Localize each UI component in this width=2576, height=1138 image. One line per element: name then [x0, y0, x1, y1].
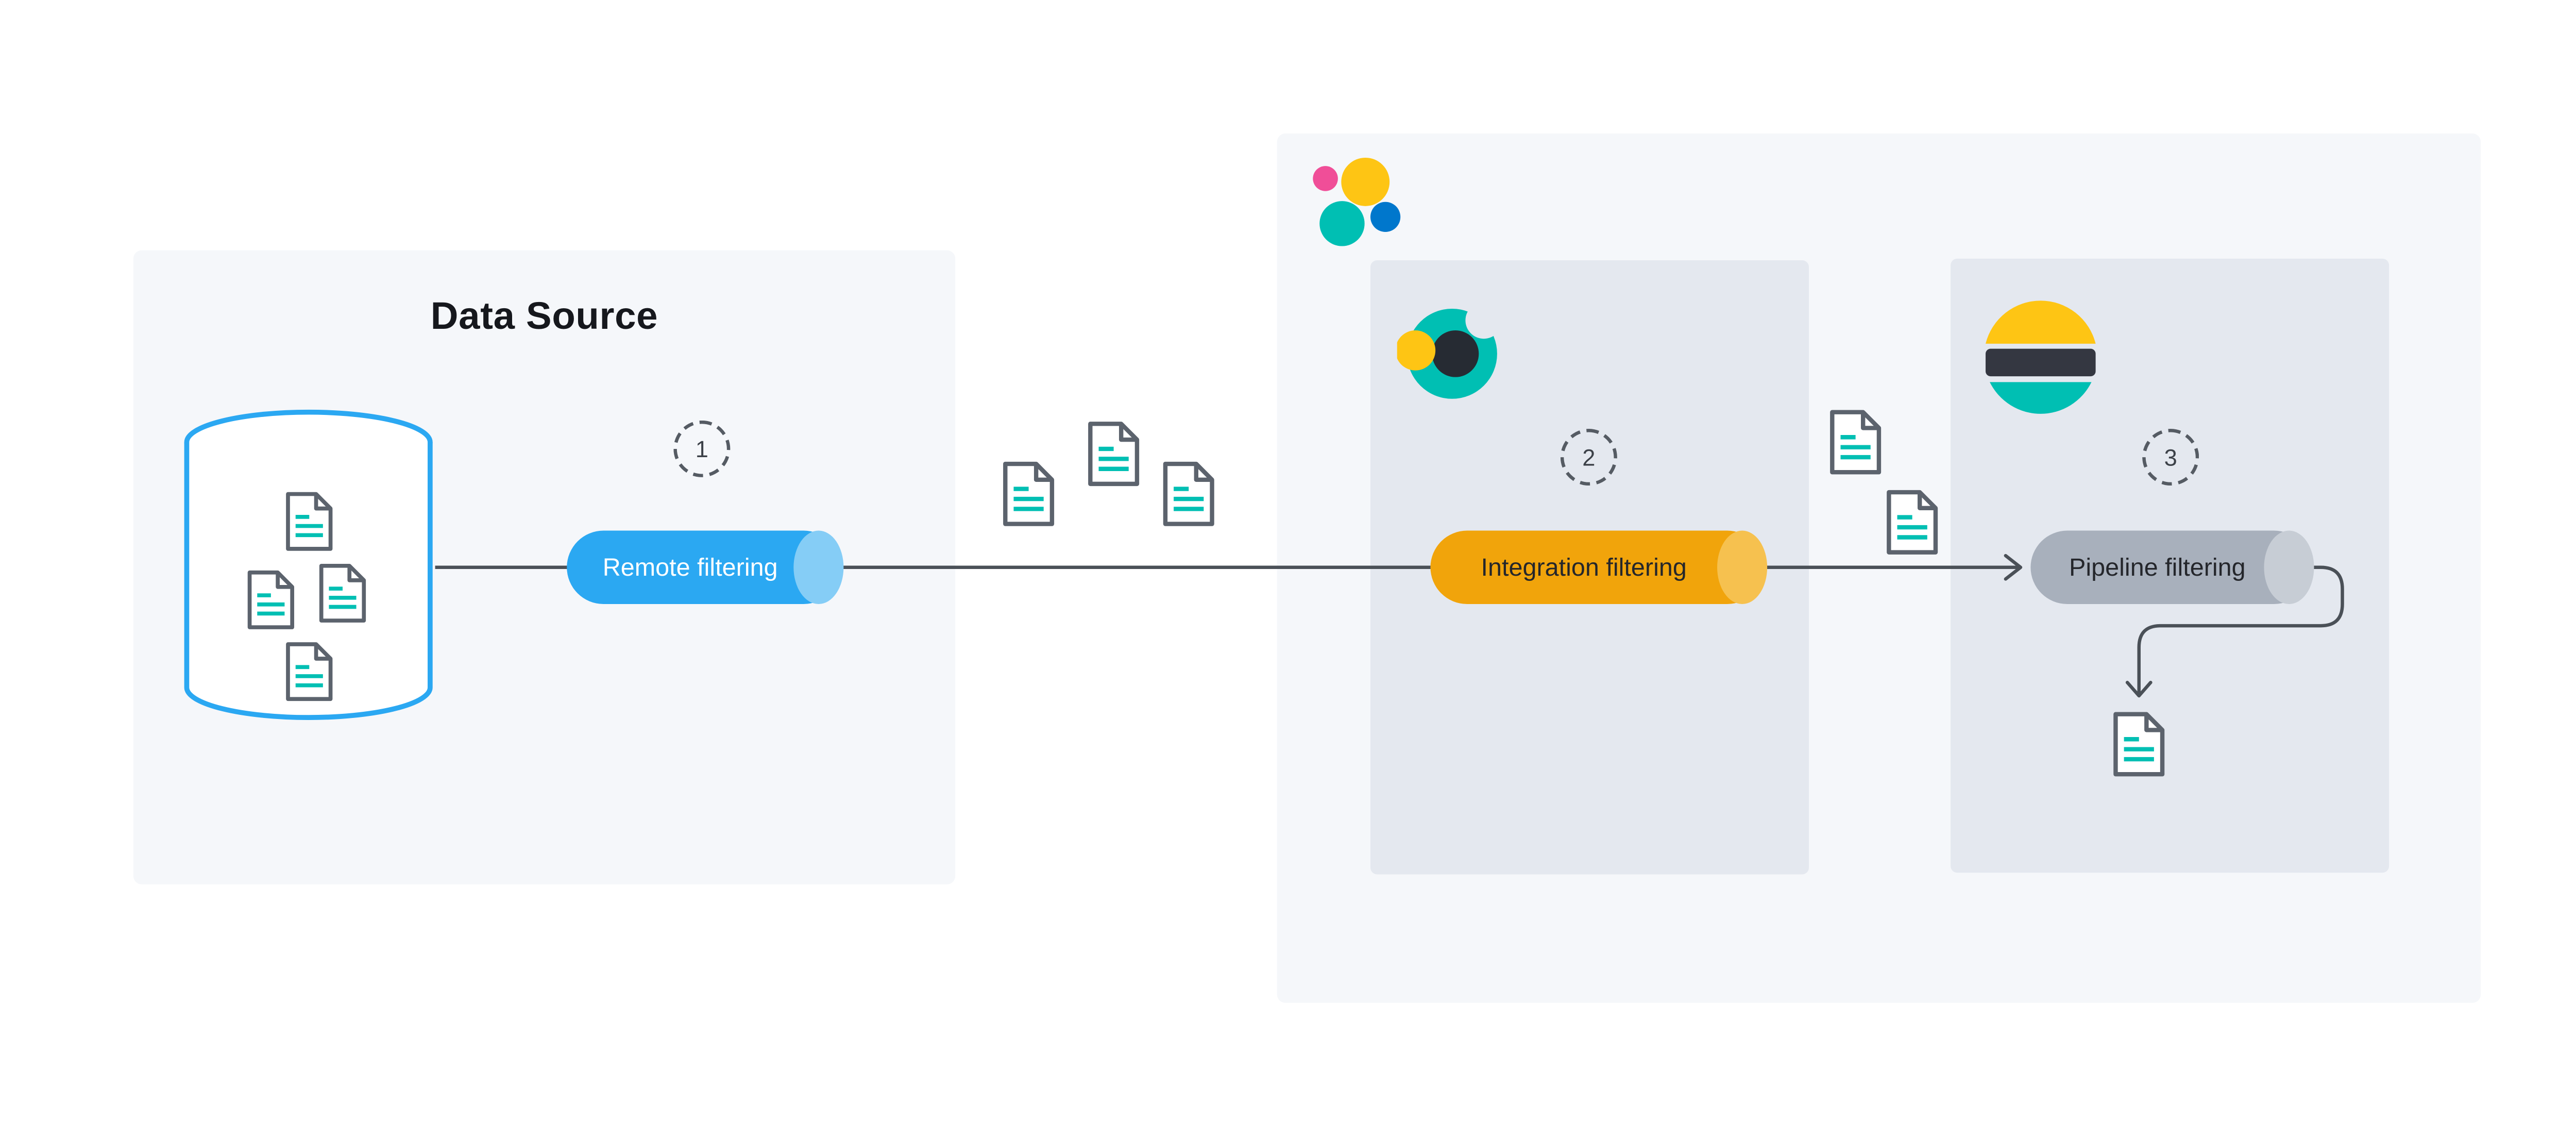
database-icon	[184, 409, 433, 720]
document-icon	[1160, 461, 1217, 528]
step-number: 3	[2164, 444, 2177, 471]
document-icon	[1001, 461, 1057, 528]
elastic-logo	[1313, 157, 1401, 246]
connector-logo	[1397, 302, 1502, 399]
document-icon	[1827, 409, 1884, 476]
step-badge-3: 3	[2142, 429, 2199, 486]
remote-filtering-label: Remote filtering	[602, 553, 778, 582]
remote-filtering-pill: Remote filtering	[567, 530, 844, 604]
document-icon	[2111, 711, 2167, 778]
document-icon	[1884, 489, 1941, 556]
document-icon	[317, 562, 368, 624]
data-source-title: Data Source	[430, 293, 658, 337]
integration-filtering-label: Integration filtering	[1481, 553, 1687, 582]
pipeline-filtering-label: Pipeline filtering	[2069, 553, 2246, 582]
document-icon	[245, 569, 297, 631]
step-number: 1	[695, 435, 708, 462]
document-icon	[1086, 421, 1142, 488]
step-badge-2: 2	[1560, 429, 1617, 486]
step-number: 2	[1582, 444, 1596, 471]
document-icon	[283, 641, 335, 702]
elasticsearch-logo	[1986, 300, 2096, 414]
document-icon	[283, 491, 335, 553]
pipeline-filtering-pill: Pipeline filtering	[2030, 530, 2314, 604]
step-badge-1: 1	[673, 420, 731, 477]
integration-filtering-pill: Integration filtering	[1430, 530, 1768, 604]
